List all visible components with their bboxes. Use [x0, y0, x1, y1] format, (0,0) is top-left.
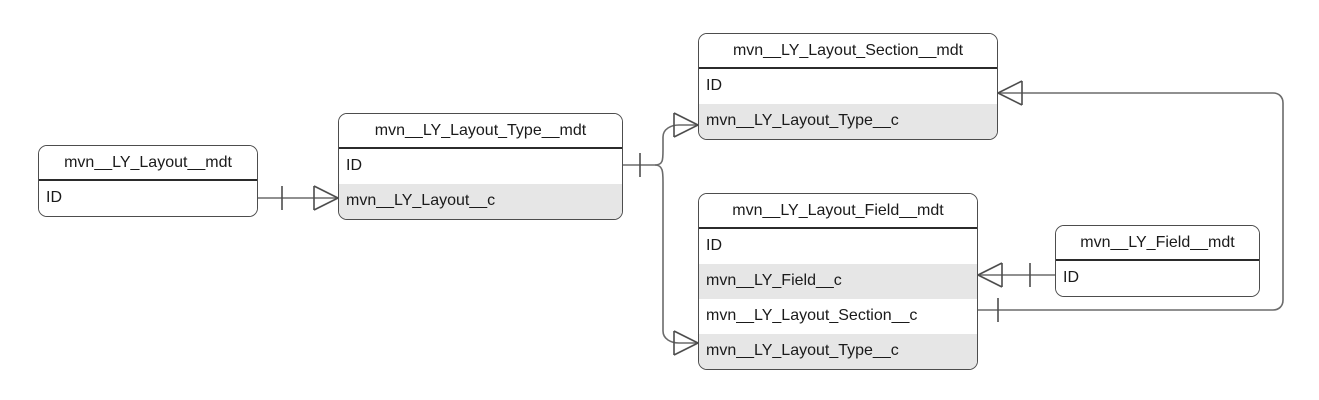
entity-title: mvn__LY_Layout_Type__mdt — [339, 114, 622, 149]
attribute-row[interactable]: ID — [39, 181, 257, 216]
edge-layout-to-layout-type — [258, 185, 339, 211]
attribute-list: ID — [1056, 261, 1259, 296]
attribute-row[interactable]: mvn__LY_Layout_Section__c — [699, 299, 977, 334]
attribute-row[interactable]: mvn__LY_Layout__c — [339, 184, 622, 219]
entity-field[interactable]: mvn__LY_Field__mdt ID — [1055, 225, 1260, 297]
entity-title: mvn__LY_Layout__mdt — [39, 146, 257, 181]
entity-layout[interactable]: mvn__LY_Layout__mdt ID — [38, 145, 258, 217]
edge-layout-type-trunk — [623, 112, 699, 356]
attribute-row[interactable]: mvn__LY_Field__c — [699, 264, 977, 299]
entity-layout-type[interactable]: mvn__LY_Layout_Type__mdt ID mvn__LY_Layo… — [338, 113, 623, 220]
attribute-list: ID mvn__LY_Layout_Type__c — [699, 69, 997, 139]
attribute-row[interactable]: ID — [699, 229, 977, 264]
edge-field-to-layout-field — [977, 262, 1055, 288]
attribute-row[interactable]: mvn__LY_Layout_Type__c — [699, 104, 997, 139]
attribute-row[interactable]: ID — [699, 69, 997, 104]
entity-title: mvn__LY_Field__mdt — [1056, 226, 1259, 261]
entity-title: mvn__LY_Layout_Section__mdt — [699, 34, 997, 69]
entity-layout-section[interactable]: mvn__LY_Layout_Section__mdt ID mvn__LY_L… — [698, 33, 998, 140]
attribute-row[interactable]: ID — [339, 149, 622, 184]
attribute-row[interactable]: ID — [1056, 261, 1259, 296]
entity-title: mvn__LY_Layout_Field__mdt — [699, 194, 977, 229]
attribute-list: ID mvn__LY_Layout__c — [339, 149, 622, 219]
attribute-list: ID — [39, 181, 257, 216]
attribute-row[interactable]: mvn__LY_Layout_Type__c — [699, 334, 977, 369]
entity-layout-field[interactable]: mvn__LY_Layout_Field__mdt ID mvn__LY_Fie… — [698, 193, 978, 370]
attribute-list: ID mvn__LY_Field__c mvn__LY_Layout_Secti… — [699, 229, 977, 369]
